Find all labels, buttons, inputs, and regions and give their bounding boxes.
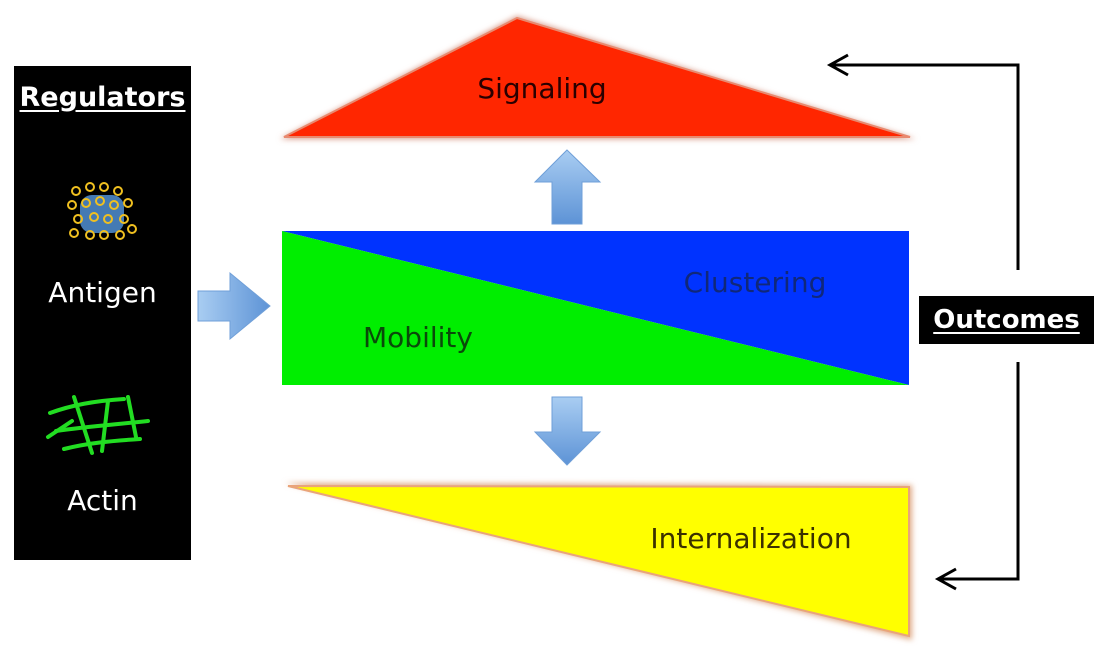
mobility-label: Mobility (363, 321, 473, 354)
outcome-to-internalization-line (938, 362, 1020, 581)
down-arrow-icon (533, 396, 602, 466)
internalization-label: Internalization (650, 522, 851, 555)
actin-label: Actin (67, 484, 138, 517)
signaling-label: Signaling (477, 72, 606, 105)
clustering-label: Clustering (684, 266, 827, 299)
signaling-arrowhead-icon (826, 53, 849, 77)
antigen-label: Antigen (48, 276, 157, 309)
right-arrow-icon (197, 271, 271, 341)
internalization-triangle (287, 485, 910, 638)
up-arrow-icon (533, 149, 602, 225)
signaling-triangle (283, 16, 911, 138)
mobility-region (282, 231, 909, 385)
regulators-panel: Regulators Antigen (14, 66, 191, 560)
antigen-cluster-icon (67, 182, 137, 240)
actin-filament-icon (46, 395, 150, 455)
outcome-to-signaling-line (830, 63, 1020, 270)
regulators-title: Regulators (19, 82, 186, 113)
mobility-clustering-box (282, 231, 909, 385)
outcomes-badge: Outcomes (919, 296, 1094, 344)
internalization-arrowhead-icon (934, 567, 957, 591)
